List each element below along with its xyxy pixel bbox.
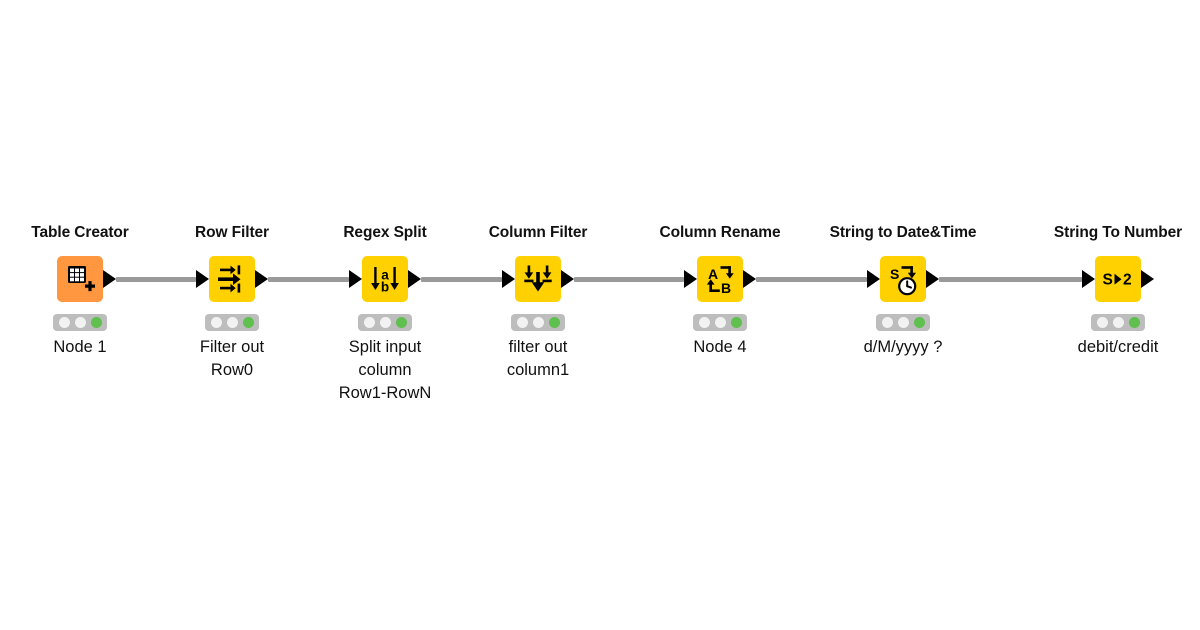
connection-1[interactable] xyxy=(116,276,196,282)
node-output-port[interactable] xyxy=(1141,270,1154,288)
status-dot-idle xyxy=(74,317,86,328)
connection-3[interactable] xyxy=(421,276,502,282)
column-filter-icon xyxy=(515,256,561,302)
status-dot-executed xyxy=(90,317,102,328)
string-to-datetime-icon: S xyxy=(880,256,926,302)
regex-split-icon: a b xyxy=(362,256,408,302)
node-input-port[interactable] xyxy=(502,270,515,288)
status-dot-executed xyxy=(1128,317,1140,328)
node-label[interactable]: Filter out Row0 xyxy=(199,338,265,379)
status-dot-idle xyxy=(379,317,391,328)
node-output-port[interactable] xyxy=(926,270,939,288)
svg-text:B: B xyxy=(721,280,731,296)
node-output-port[interactable] xyxy=(743,270,756,288)
node-input-port[interactable] xyxy=(1082,270,1095,288)
node-body[interactable]: S xyxy=(867,256,939,302)
status-dot-executed xyxy=(395,317,407,328)
row-filter-icon xyxy=(209,256,255,302)
node-label[interactable]: Node 4 xyxy=(693,338,747,356)
status-dot-idle xyxy=(210,317,222,328)
node-status-bar xyxy=(205,314,259,331)
node-output-port[interactable] xyxy=(103,270,116,288)
status-dot-idle xyxy=(714,317,726,328)
node-input-port[interactable] xyxy=(867,270,880,288)
node-input-port[interactable] xyxy=(684,270,697,288)
node-status-bar xyxy=(876,314,930,331)
status-dot-idle xyxy=(516,317,528,328)
connection-2[interactable] xyxy=(268,276,349,282)
node-title: Regex Split xyxy=(343,224,427,241)
svg-text:2: 2 xyxy=(1123,272,1132,289)
node-label[interactable]: debit/credit xyxy=(1077,338,1159,356)
table-creator-icon xyxy=(57,256,103,302)
status-dot-idle xyxy=(1112,317,1124,328)
node-output-port[interactable] xyxy=(561,270,574,288)
node-status-bar xyxy=(511,314,565,331)
column-rename-icon: A B xyxy=(697,256,743,302)
node-label[interactable]: d/M/yyyy ? xyxy=(863,338,943,356)
status-dot-idle xyxy=(698,317,710,328)
status-dot-idle xyxy=(897,317,909,328)
node-status-bar xyxy=(1091,314,1145,331)
node-title: Table Creator xyxy=(31,224,129,241)
node-body[interactable] xyxy=(57,256,116,302)
node-input-port[interactable] xyxy=(349,270,362,288)
node-status-bar xyxy=(358,314,412,331)
node-title: Column Filter xyxy=(488,224,588,241)
svg-text:a: a xyxy=(381,268,389,283)
node-body[interactable]: A B xyxy=(684,256,756,302)
status-dot-idle xyxy=(532,317,544,328)
status-dot-executed xyxy=(913,317,925,328)
status-dot-idle xyxy=(226,317,238,328)
node-title: Row Filter xyxy=(195,224,269,241)
node-body[interactable]: a b xyxy=(349,256,421,302)
node-output-port[interactable] xyxy=(408,270,421,288)
status-dot-executed xyxy=(242,317,254,328)
svg-text:A: A xyxy=(708,266,718,282)
node-label[interactable]: filter out column1 xyxy=(506,338,570,379)
node-input-port[interactable] xyxy=(196,270,209,288)
svg-text:S: S xyxy=(890,266,899,282)
node-status-bar xyxy=(53,314,107,331)
node-label[interactable]: Node 1 xyxy=(53,338,107,356)
node-status-bar xyxy=(693,314,747,331)
svg-text:b: b xyxy=(381,279,389,294)
status-dot-idle xyxy=(58,317,70,328)
connection-6[interactable] xyxy=(939,276,1082,282)
node-output-port[interactable] xyxy=(255,270,268,288)
status-dot-idle xyxy=(363,317,375,328)
node-title: String to Date&Time xyxy=(829,224,977,241)
node-title: Column Rename xyxy=(659,224,781,241)
string-to-number-icon: S 2 xyxy=(1095,256,1141,302)
node-body[interactable] xyxy=(502,256,574,302)
node-body[interactable]: S 2 xyxy=(1082,256,1154,302)
connection-5[interactable] xyxy=(756,276,867,282)
status-dot-executed xyxy=(730,317,742,328)
node-body[interactable] xyxy=(196,256,268,302)
svg-text:S: S xyxy=(1103,272,1113,289)
node-label[interactable]: Split input column Row1-RowN xyxy=(338,338,432,402)
status-dot-idle xyxy=(1096,317,1108,328)
connection-4[interactable] xyxy=(574,276,684,282)
status-dot-idle xyxy=(881,317,893,328)
status-dot-executed xyxy=(548,317,560,328)
node-title: String To Number xyxy=(1053,224,1183,241)
